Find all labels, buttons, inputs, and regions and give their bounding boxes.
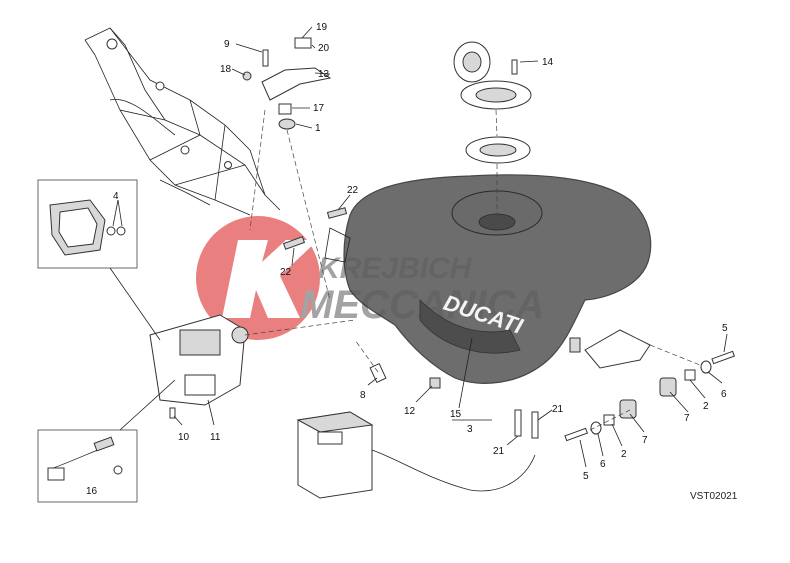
callout-21-right: 21 bbox=[552, 404, 564, 415]
callout-2-upper: 2 bbox=[703, 401, 709, 412]
nut-12 bbox=[429, 377, 441, 389]
tank-front-bracket bbox=[242, 37, 332, 301]
filler-cap-assembly bbox=[453, 41, 532, 215]
callout-18: 18 bbox=[220, 64, 232, 75]
callout-20: 20 bbox=[318, 43, 330, 54]
hose-fitting-left bbox=[514, 409, 522, 437]
callout-6-lower: 6 bbox=[600, 459, 606, 470]
callout-16: 16 bbox=[86, 486, 98, 497]
callout-labels: 19 20 9 18 13 17 1 14 22 22 4 8 12 10 11… bbox=[86, 22, 728, 497]
callout-9: 9 bbox=[224, 39, 230, 50]
inset-gasket-box bbox=[37, 179, 161, 341]
callout-1: 1 bbox=[315, 123, 321, 134]
callout-3: 3 bbox=[467, 424, 473, 435]
fuel-pump-assembly bbox=[149, 314, 356, 406]
callout-10: 10 bbox=[178, 432, 190, 443]
drawing-code: VST02021 bbox=[690, 491, 738, 502]
callout-13: 13 bbox=[318, 69, 330, 80]
vapor-canister bbox=[296, 411, 536, 499]
callout-11: 11 bbox=[210, 432, 221, 443]
callout-15: 15 bbox=[450, 409, 462, 420]
callout-7-lower: 7 bbox=[642, 435, 648, 446]
callout-14: 14 bbox=[542, 57, 554, 68]
callout-6-upper: 6 bbox=[721, 389, 727, 400]
hose-fitting-right bbox=[531, 411, 539, 439]
callout-22-lower: 22 bbox=[280, 267, 292, 278]
callout-21-left: 21 bbox=[493, 446, 505, 457]
trellis-frame bbox=[84, 27, 281, 216]
screw-10 bbox=[169, 407, 176, 419]
callout-19: 19 bbox=[316, 22, 328, 33]
callout-17: 17 bbox=[313, 103, 325, 114]
callout-8: 8 bbox=[360, 390, 366, 401]
callout-4: 4 bbox=[113, 191, 119, 202]
callout-2-lower: 2 bbox=[621, 449, 627, 460]
sensor-8 bbox=[369, 362, 387, 384]
inset-wiring-box bbox=[37, 379, 176, 503]
callout-7-upper: 7 bbox=[684, 413, 690, 424]
rear-mount-bracket bbox=[564, 329, 736, 442]
rubber-pad-lower bbox=[282, 236, 306, 250]
leader-lines bbox=[112, 26, 728, 468]
callout-5-lower: 5 bbox=[583, 471, 589, 482]
callout-22-upper: 22 bbox=[347, 185, 359, 196]
callout-12: 12 bbox=[404, 406, 416, 417]
rubber-pad-upper bbox=[326, 207, 348, 219]
callout-5-upper: 5 bbox=[722, 323, 728, 334]
